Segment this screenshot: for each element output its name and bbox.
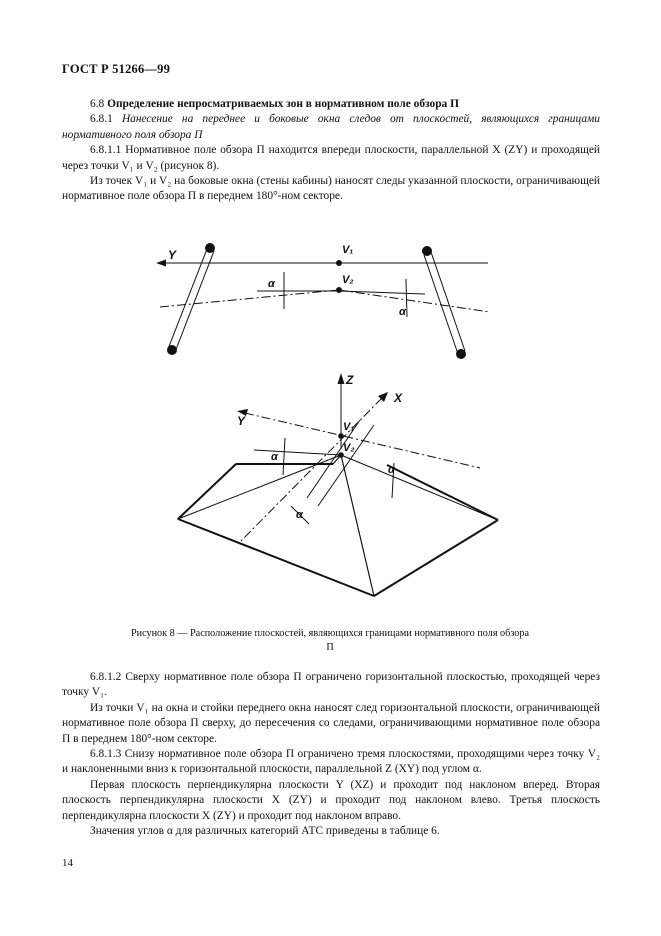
paragraph-6-8-1: 6.8.1 Нанесение на переднее и боковые ок… xyxy=(62,112,600,143)
surface-edge-right xyxy=(373,519,499,597)
page-number: 14 xyxy=(62,857,73,869)
paragraph-alpha-values: Значения углов α для различных категорий… xyxy=(90,825,440,838)
label-z: Z xyxy=(345,373,354,387)
paragraph-planes: Первая плоскость перпендикулярна плоскос… xyxy=(62,778,600,822)
y-axis-arrow-3d xyxy=(237,409,248,416)
section-title: Определение непросматриваемых зон в норм… xyxy=(107,98,459,110)
right-window-pillar xyxy=(422,246,466,359)
ray-left xyxy=(177,454,342,520)
right-angle-marker-3d xyxy=(391,462,395,499)
paragraph-6-8-1-1: 6.8.1.1 Нормативное поле обзора П находи… xyxy=(62,144,600,172)
paragraph-6-8-1-3: 6.8.1.3 Снизу нормативное поле обзора П … xyxy=(62,748,600,776)
v2-point-3d xyxy=(338,452,344,458)
text-block-bottom: 6.8.1.2 Сверху нормативное поле обзора П… xyxy=(62,670,600,839)
label-alpha-top-right: α xyxy=(399,306,407,318)
left-angle-marker-3d xyxy=(282,437,286,476)
standard-header: ГОСТ Р 51266—99 xyxy=(62,62,171,76)
paragraph-upper-limit: Из точки V₁ на окна и стойки переднего о… xyxy=(62,701,600,745)
label-alpha-3d-right: α xyxy=(388,464,396,476)
section-number: 6.8 xyxy=(90,98,105,110)
right-angle-marker xyxy=(405,278,408,318)
label-alpha-top-left: α xyxy=(268,278,276,290)
v1-point-3d xyxy=(338,433,344,439)
left-ref-line xyxy=(253,449,342,456)
v1-point xyxy=(336,260,342,266)
y-axis-line xyxy=(244,412,481,469)
v2-point xyxy=(336,287,342,293)
surface-edge-back xyxy=(386,464,499,521)
v1-trace-line xyxy=(306,419,361,499)
label-v2-top: V₂ xyxy=(342,274,354,286)
surface-edge-front xyxy=(177,518,375,597)
label-y-top: Y xyxy=(168,248,177,262)
section-heading: 6.8 Определение непросматриваемых зон в … xyxy=(62,97,600,112)
label-v2-3d: V₂ xyxy=(343,442,355,454)
ray-right xyxy=(340,454,499,521)
surface-edge-left xyxy=(177,463,237,520)
y-axis-arrow xyxy=(156,259,166,267)
ground-surface-left xyxy=(177,453,375,597)
label-v1-top: V₁ xyxy=(342,244,353,256)
paragraph-6-8-1-2: 6.8.1.2 Сверху нормативное поле обзора П… xyxy=(62,671,600,699)
label-alpha-3d-front: α xyxy=(296,509,304,521)
perspective-diagram: Z X Y V₁ V₂ α α α xyxy=(177,373,499,597)
text-block-top: 6.8 Определение непросматриваемых зон в … xyxy=(62,97,600,205)
x-axis-arrow xyxy=(378,392,388,402)
paragraph-6-8-1-number: 6.8.1 xyxy=(90,113,113,126)
figure-caption: Рисунок 8 — Расположение плоскостей, явл… xyxy=(130,628,530,653)
top-view-diagram: Y V₁ V₂ α α xyxy=(156,243,491,359)
z-axis-arrow xyxy=(337,373,345,384)
paragraph-6-8-1-text: Нанесение на переднее и боковые окна сле… xyxy=(62,113,600,141)
front-angle-marker xyxy=(290,505,310,525)
right-horizontal-ref xyxy=(338,290,426,295)
right-trace-line xyxy=(338,289,491,313)
label-x: X xyxy=(393,391,403,405)
ray-front xyxy=(340,454,375,597)
paragraph-from-points: Из точек V₁ и V₂ на боковые окна (стены … xyxy=(62,175,600,203)
x-axis-line xyxy=(239,397,383,543)
label-y-3d: Y xyxy=(237,414,246,428)
v2-trace-line xyxy=(317,424,375,507)
left-trace-line xyxy=(159,289,340,308)
left-window-pillar xyxy=(167,243,215,355)
label-alpha-3d-left: α xyxy=(271,451,279,463)
label-v1-3d: V₁ xyxy=(343,421,354,433)
